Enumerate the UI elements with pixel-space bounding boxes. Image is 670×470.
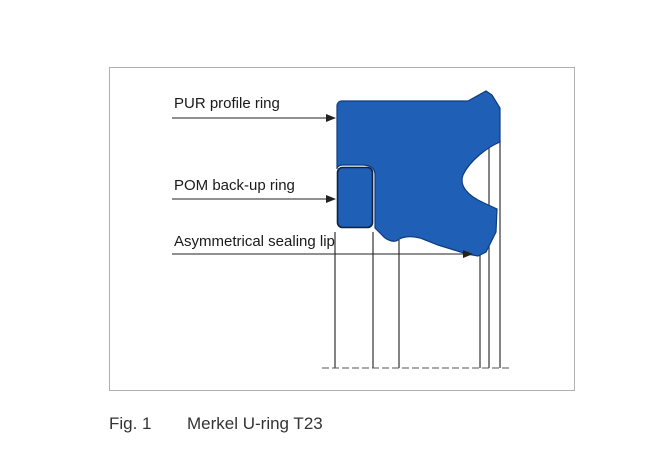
label-profile-ring: PUR profile ring — [174, 95, 280, 112]
figure-caption: Fig. 1 Merkel U-ring T23 — [109, 414, 323, 434]
diagram-frame — [109, 67, 575, 391]
caption-number: Fig. 1 — [109, 414, 152, 433]
leader-lines — [172, 114, 473, 258]
pom-backup-ring — [336, 166, 374, 229]
caption-title: Merkel U-ring T23 — [187, 414, 323, 433]
label-backup-ring: POM back-up ring — [174, 177, 295, 194]
housing-lines — [334, 140, 501, 368]
pur-profile-ring — [336, 90, 501, 257]
label-sealing-lip: Asymmetrical sealing lip — [174, 233, 335, 250]
